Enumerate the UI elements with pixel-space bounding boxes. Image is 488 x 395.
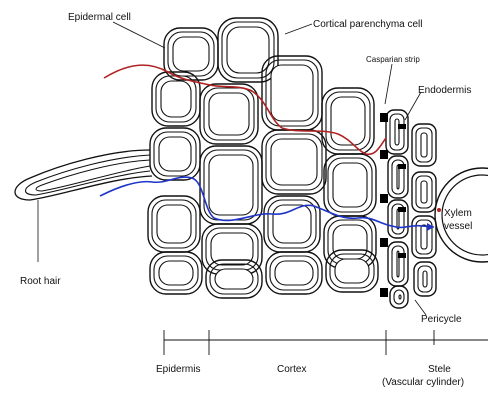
scale-label-vascular-cylinder: (Vascular cylinder) <box>382 377 464 388</box>
cortical-parenchyma-cell <box>264 196 320 252</box>
endodermis-cell <box>388 200 408 238</box>
label-xylem: Xylem <box>444 208 472 219</box>
pericycle-cell <box>414 262 436 296</box>
endodermis-cell <box>388 242 408 286</box>
tissue-scale-bar <box>164 330 488 355</box>
cortical-parenchyma-cell <box>262 130 326 194</box>
label-casparian-strip: Casparian strip <box>366 55 420 64</box>
cortical-parenchyma-cell <box>266 252 322 294</box>
cortical-parenchyma-cell <box>148 196 200 252</box>
cortical-parenchyma-cell <box>322 88 374 154</box>
epidermal-cell <box>218 18 278 82</box>
label-epidermal-cell: Epidermal cell <box>68 12 131 23</box>
pericycle-cell <box>412 216 436 258</box>
endodermis-cell <box>388 156 408 198</box>
pericycle-cell <box>412 172 436 212</box>
scale-label-cortex: Cortex <box>277 364 306 375</box>
label-pericycle: Pericycle <box>421 314 462 325</box>
cortical-parenchyma-cell <box>324 154 376 216</box>
scale-label-epidermis: Epidermis <box>156 364 200 375</box>
pericycle-cell <box>412 124 436 166</box>
endodermis-cell <box>390 286 408 308</box>
label-cortical-parenchyma-cell: Cortical parenchyma cell <box>313 19 423 30</box>
cortical-parenchyma-cell <box>262 56 322 130</box>
cortical-parenchyma-cell <box>150 128 200 180</box>
scale-label-stele: Stele <box>428 364 451 375</box>
endodermis-cell <box>386 110 408 154</box>
label-endodermis: Endodermis <box>418 85 471 96</box>
cortical-parenchyma-cell <box>200 84 258 144</box>
label-vessel: vessel <box>444 221 472 232</box>
cortical-parenchyma-cell <box>150 252 202 294</box>
root-hair <box>15 150 152 200</box>
label-root-hair: Root hair <box>20 276 61 287</box>
